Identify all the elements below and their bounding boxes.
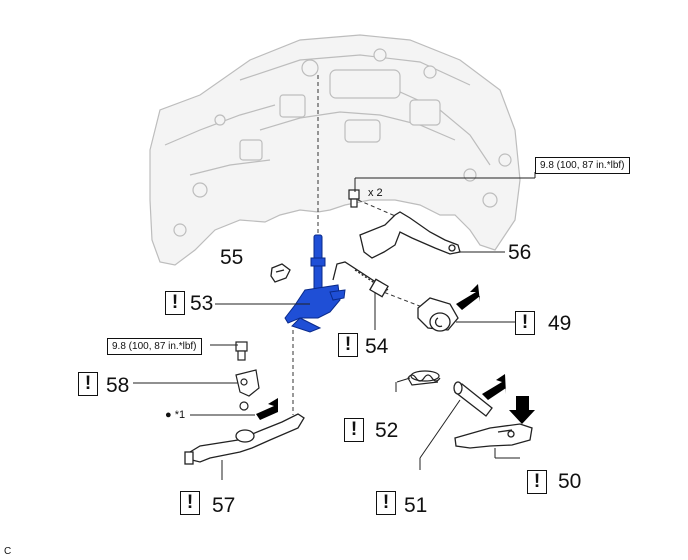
warning-mark-57: ! xyxy=(180,491,200,515)
label-51: 51 xyxy=(404,494,428,517)
bolt-56 xyxy=(348,189,360,208)
detent-spring-assembly xyxy=(235,341,260,411)
dashed-guides xyxy=(292,75,431,415)
label-50: 50 xyxy=(558,470,582,493)
manual-lever xyxy=(184,413,305,465)
arrow-icon xyxy=(256,398,278,420)
warning-mark-53: ! xyxy=(165,291,185,315)
corner-code: C xyxy=(4,546,12,557)
parking-lock-rod xyxy=(332,261,389,298)
label-49: 49 xyxy=(548,312,572,335)
warning-mark-49: ! xyxy=(515,311,535,335)
parking-lock-sleeve xyxy=(417,297,459,332)
manual-valve-lever-shaft xyxy=(284,234,346,333)
warning-mark-54: ! xyxy=(338,333,358,357)
label-56: 56 xyxy=(508,241,532,264)
torque-spec-58: 9.8 (100, 87 in.*lbf) xyxy=(107,338,202,355)
label-53: 53 xyxy=(190,292,214,315)
note-marker: ● *1 xyxy=(165,409,186,421)
parking-lock-pawl xyxy=(454,423,533,449)
torque-spec-56: 9.8 (100, 87 in.*lbf) xyxy=(535,157,630,174)
arrow-icon xyxy=(482,374,506,400)
label-52: 52 xyxy=(375,419,399,442)
quantity-label: x 2 xyxy=(368,187,383,199)
label-55: 55 xyxy=(220,246,244,269)
label-57: 57 xyxy=(212,494,236,517)
label-54: 54 xyxy=(365,335,389,358)
arrow-icon xyxy=(456,284,480,310)
warning-mark-58: ! xyxy=(78,372,98,396)
leader-lines xyxy=(133,172,536,480)
pawl-pin xyxy=(453,381,493,417)
torsion-spring xyxy=(407,370,441,386)
transmission-housing xyxy=(149,34,521,266)
parking-lock-bracket xyxy=(359,211,461,259)
arrow-icon xyxy=(509,396,535,424)
direction-arrows xyxy=(256,284,535,424)
spring-clip xyxy=(270,263,291,283)
label-58: 58 xyxy=(106,374,130,397)
warning-mark-50: ! xyxy=(527,470,547,494)
warning-mark-52: ! xyxy=(344,418,364,442)
warning-mark-51: ! xyxy=(376,491,396,515)
